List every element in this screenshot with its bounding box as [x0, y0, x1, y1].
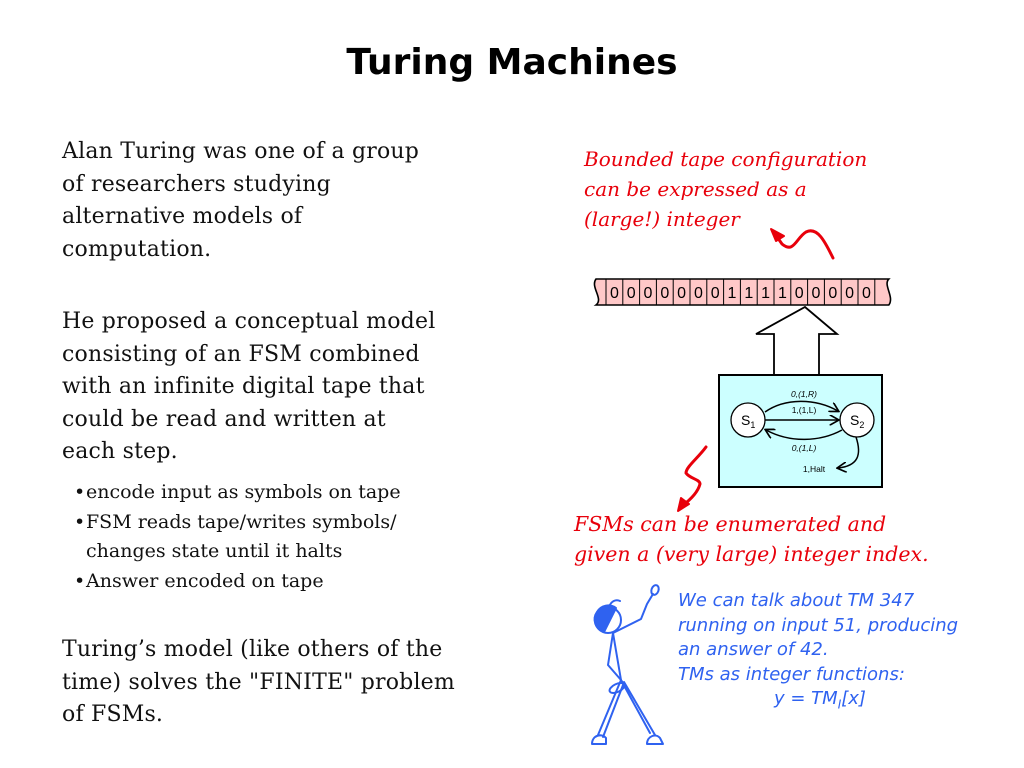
tape-cell: 1 [744, 285, 753, 302]
text-line: He proposed a conceptual model [62, 309, 436, 334]
tape-annotation: Bounded tape configuration can be expres… [584, 144, 964, 234]
formula-suffix: [x] [841, 688, 866, 709]
transition-label: 0,(1,R) [791, 389, 817, 399]
tape-body [593, 278, 892, 306]
bullet-text: Answer encoded on tape [86, 569, 324, 592]
speech-line: TMs as integer functions: [678, 663, 905, 685]
bullet-marker: • [74, 481, 86, 503]
text-line: of FSMs. [62, 702, 164, 727]
formula-subscript: I [837, 697, 842, 712]
text-line: each step. [62, 439, 178, 464]
text-line: Alan Turing was one of a group [62, 139, 420, 164]
formula: y = TMI[x] [678, 687, 1018, 717]
fsm-annotation: FSMs can be enumerated and given a (very… [574, 509, 1014, 569]
tape-cell: 1 [778, 285, 787, 302]
speech-line: an answer of 42. [678, 639, 829, 660]
paragraph-model: He proposed a conceptual model consistin… [62, 306, 542, 469]
transition-arrow [764, 400, 838, 413]
tape-cell: 0 [845, 285, 854, 302]
annotation-line: (large!) integer [584, 207, 740, 231]
slide-title: Turing Machines [346, 42, 678, 83]
tape-cell: 0 [795, 285, 804, 302]
bullet-item: • Answer encoded on tape [74, 567, 534, 597]
bullet-text: encode input as symbols on tape [86, 481, 401, 503]
transition-label: 1,Halt [803, 464, 826, 474]
text-line: consisting of an FSM combined [62, 341, 420, 367]
tape-cell: 0 [828, 285, 837, 302]
tape-cell: 0 [694, 285, 703, 302]
state-s2-label: S2 [850, 412, 864, 430]
text-line: time) solves the "FINITE" problem [62, 669, 455, 695]
tape-cell: 0 [812, 285, 821, 302]
speech-line: We can talk about TM 347 [678, 590, 915, 611]
tape-cell: 0 [644, 285, 653, 302]
bullet-marker: • [74, 569, 86, 592]
annotation-line: FSMs can be enumerated and [574, 512, 887, 536]
tape-cell: 0 [677, 285, 686, 302]
bullet-list: • encode input as symbols on tape • FSM … [74, 478, 534, 596]
tape-cell: 0 [610, 285, 619, 302]
halt-arrow [838, 436, 860, 468]
tape-cell: 1 [728, 285, 737, 302]
tape-cell: 0 [862, 285, 871, 302]
text-line: alternative models of [62, 204, 303, 229]
tape-cell: 0 [660, 285, 669, 302]
tape-cell: 0 [711, 285, 720, 302]
state-s1-label: S1 [741, 412, 755, 430]
formula-prefix: y = TM [774, 688, 838, 709]
paragraph-intro: Alan Turing was one of a group of resear… [62, 136, 542, 266]
bullet-item: • FSM reads tape/writes symbols/ changes… [74, 508, 534, 567]
annotation-line: can be expressed as a [584, 177, 807, 201]
text-line: with an infinite digital tape that [62, 374, 425, 399]
paragraph-conclusion: Turing’s model (like others of the time)… [62, 634, 542, 732]
annotation-line: given a (very large) integer index. [574, 542, 929, 566]
speech-text: We can talk about TM 347 running on inpu… [678, 589, 1018, 717]
text-line: could be read and written at [62, 406, 386, 432]
bullet-marker: • [74, 510, 86, 533]
speech-line: running on input 51, producing [678, 614, 959, 636]
transition-arrow [766, 430, 843, 441]
bullet-text: changes state until it halts [86, 540, 343, 562]
transition-label: 0,(1,L) [792, 443, 817, 453]
text-line: computation. [62, 236, 212, 262]
text-line: Turing’s model (like others of the [62, 637, 443, 662]
tape-cell: 0 [627, 285, 636, 302]
text-line: of researchers studying [62, 171, 331, 197]
transition-label: 1,(1,L) [792, 405, 817, 415]
tape-cell: 1 [761, 285, 770, 302]
bullet-text: FSM reads tape/writes symbols/ [86, 510, 397, 533]
annotation-line: Bounded tape configuration [584, 147, 868, 171]
bullet-item: • encode input as symbols on tape [74, 478, 534, 508]
